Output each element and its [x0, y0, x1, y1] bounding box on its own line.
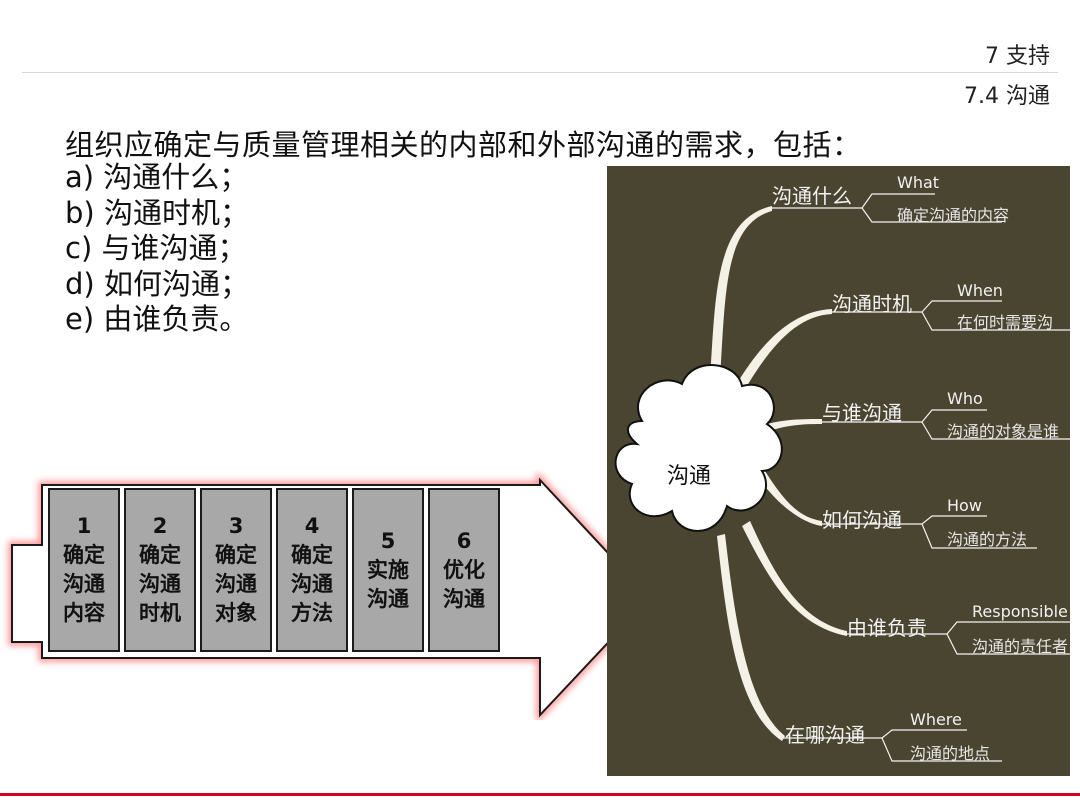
step-number: 1: [76, 514, 92, 538]
step-number: 4: [304, 514, 320, 538]
step-label: 确定沟通时机: [139, 543, 181, 625]
step-number: 6: [456, 528, 472, 553]
step-label: 优化沟通: [443, 557, 485, 611]
mindmap-description: 在何时需要沟: [957, 313, 1054, 332]
step-label: 实施沟通: [367, 557, 409, 611]
process-step-2: 2 确定沟通时机: [124, 488, 196, 652]
step-label: 确定沟通方法: [291, 543, 333, 625]
footer-accent-line: [0, 793, 1080, 796]
process-flow: 1 确定沟通内容 2 确定沟通时机 3 确定沟通对象 4 确定沟通方法 5 实施…: [0, 470, 660, 720]
mindmap-description: 沟通的责任者: [972, 637, 1069, 656]
process-step-6: 6 优化沟通: [428, 488, 500, 652]
list-item: b) 沟通时机；: [65, 195, 249, 230]
mindmap-topic: 与谁沟通: [822, 401, 902, 425]
mindmap-topic: 在哪沟通: [785, 723, 865, 747]
step-number: 3: [228, 514, 244, 538]
mindmap-description: 沟通的地点: [910, 744, 991, 763]
mindmap-center: 沟通: [667, 464, 712, 489]
mindmap-keyword: How: [947, 496, 982, 515]
mindmap-description: 沟通的方法: [947, 530, 1028, 549]
header-divider: [22, 72, 1058, 73]
mindmap-panel: 沟通 沟通什么 What 确定沟通的内容 沟通时机 When 在何时需要沟 与谁…: [607, 166, 1070, 776]
process-step-3: 3 确定沟通对象: [200, 488, 272, 652]
process-step-5: 5 实施沟通: [352, 488, 424, 652]
mindmap-topic: 由谁负责: [847, 616, 927, 640]
mindmap-topic: 如何沟通: [822, 508, 902, 532]
mindmap-description: 确定沟通的内容: [897, 206, 1010, 225]
intro-text: 组织应确定与质量管理相关的内部和外部沟通的需求，包括：: [65, 128, 862, 162]
mindmap-keyword: What: [897, 173, 940, 192]
process-step-1: 1 确定沟通内容: [48, 488, 120, 652]
cloud-shape: [614, 364, 783, 532]
mindmap-topic: 沟通时机: [832, 292, 912, 316]
section-title: 7 支持: [985, 44, 1050, 69]
mindmap-description: 沟通的对象是谁: [947, 422, 1060, 441]
step-label: 确定沟通对象: [215, 543, 257, 625]
process-step-4: 4 确定沟通方法: [276, 488, 348, 652]
mindmap-keyword: Responsible: [972, 602, 1068, 621]
list-item: a) 沟通什么；: [65, 160, 249, 194]
step-number: 5: [380, 528, 396, 553]
mindmap-keyword: Where: [910, 710, 962, 729]
requirements-list: a) 沟通什么； b) 沟通时机； c) 与谁沟通； d) 如何沟通； e) 由…: [65, 160, 249, 338]
subsection-title: 7.4 沟通: [964, 84, 1050, 109]
list-item: e) 由谁负责。: [65, 302, 249, 336]
list-item: d) 如何沟通；: [65, 266, 249, 301]
step-label: 确定沟通内容: [63, 543, 105, 625]
list-item: c) 与谁沟通；: [65, 231, 247, 265]
mindmap-keyword: Who: [947, 389, 983, 408]
mindmap-keyword: When: [957, 281, 1003, 300]
mindmap-topic: 沟通什么: [772, 184, 852, 208]
step-number: 2: [152, 514, 168, 538]
mindmap-branches: [614, 193, 1070, 762]
